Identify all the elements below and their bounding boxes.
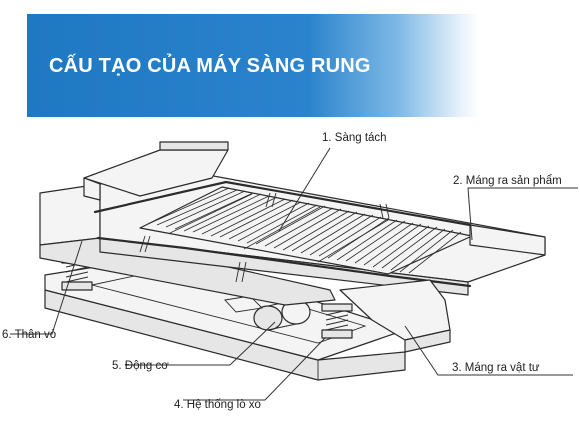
label-dong-co: 5. Động cơ <box>112 360 169 372</box>
banner-title: CẤU TẠO CỦA MÁY SÀNG RUNG <box>49 55 371 77</box>
sieve-mesh <box>139 186 473 275</box>
base-frame <box>44 254 406 381</box>
waste-chute <box>339 279 451 353</box>
title-banner: CẤU TẠO CỦA MÁY SÀNG RUNG <box>27 14 480 117</box>
callout-lines <box>10 147 578 401</box>
label-mang-ra-san-pham: 2. Máng ra sản phẩm <box>453 175 562 187</box>
feed-hopper <box>83 141 229 201</box>
product-chute <box>469 224 546 256</box>
label-mang-ra-vat-tu: 3. Máng ra vật tư <box>452 362 540 374</box>
label-than-vo: 6. Thân vỏ <box>2 329 56 341</box>
spring-right <box>321 303 353 339</box>
label-sang-tach: 1. Sàng tách <box>322 132 387 144</box>
label-he-thong-lo-xo: 4. Hệ thống lò xo <box>174 399 261 411</box>
